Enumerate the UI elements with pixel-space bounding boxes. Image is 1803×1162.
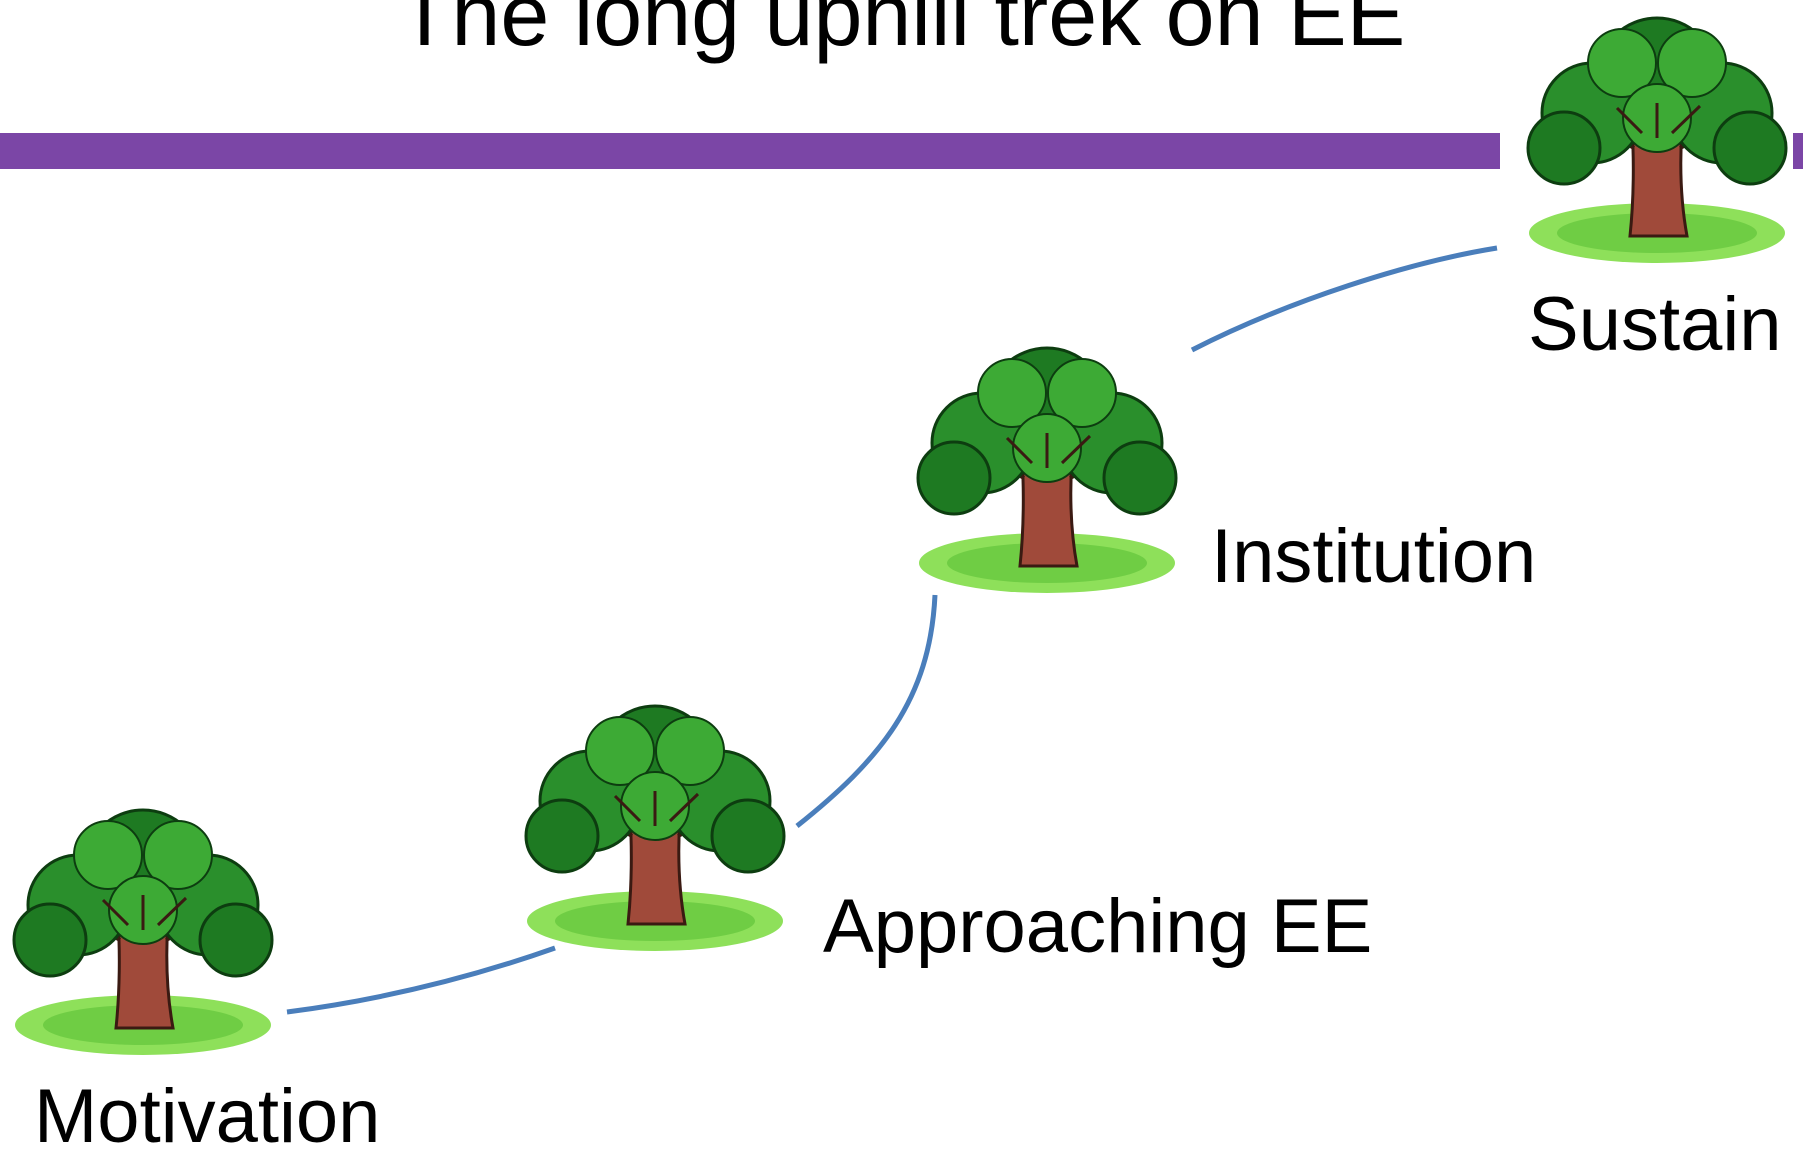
stage-label-approaching: Approaching EE: [823, 884, 1373, 969]
tree-approaching-icon: [524, 704, 786, 951]
stage-label-motivation: Motivation: [34, 1074, 381, 1159]
stage-label-sustain: Sustain: [1528, 282, 1782, 367]
title-divider-tail: [1793, 133, 1803, 169]
path-segment-motivation-to-approaching: [286, 945, 556, 1015]
path-segment-institution-to-sustain: [1190, 245, 1498, 353]
title-divider: [0, 133, 1500, 169]
tree-institution-icon: [916, 346, 1178, 593]
path-segment-approaching-to-institution: [795, 594, 938, 828]
slide-title: The long uphill trek on EE: [397, 0, 1406, 64]
tree-motivation-icon: [12, 808, 274, 1055]
tree-sustain-icon: [1526, 16, 1788, 263]
stage-label-institution: Institution: [1211, 514, 1537, 599]
